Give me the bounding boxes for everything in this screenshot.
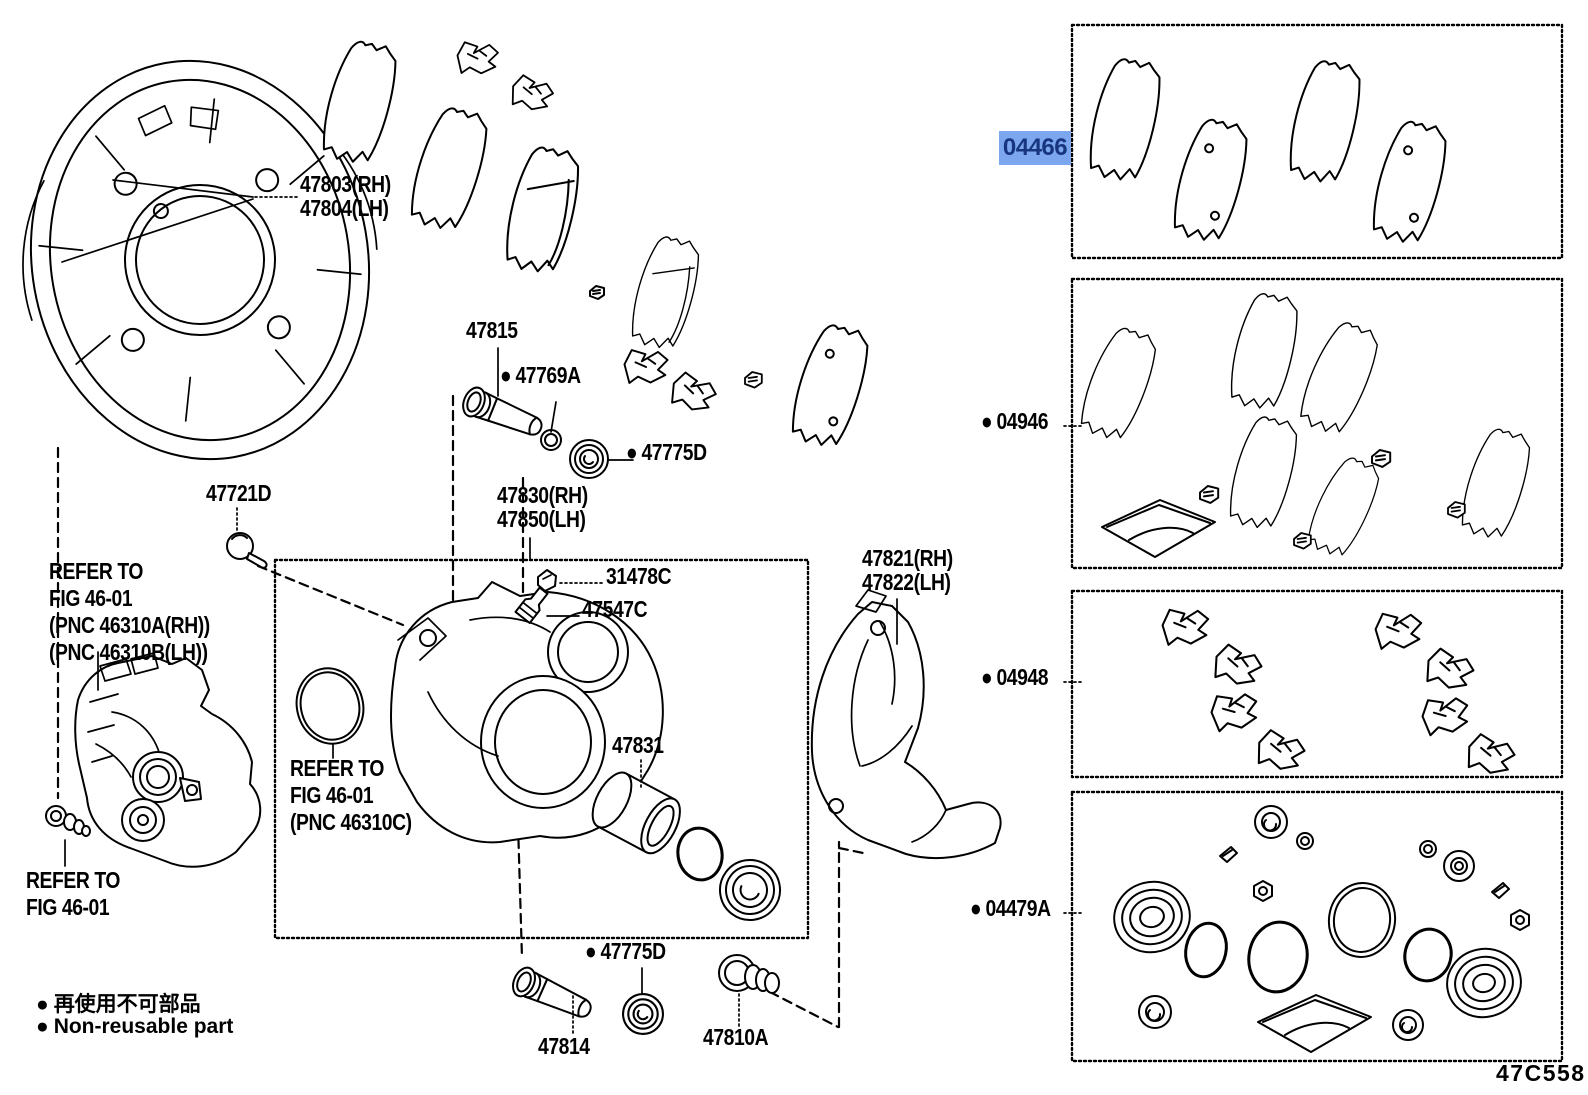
actuator-bolt (45, 805, 91, 837)
label-dust-shield[interactable]: 47803(RH) 47804(LH) (300, 172, 391, 220)
pin-boot-47775D-upper (569, 439, 609, 479)
fitting-kit-box (1070, 589, 1564, 779)
note-refer-actuator: REFER TO FIG 46-01 (PNC 46310A(RH)) (PNC… (49, 558, 210, 666)
bleeder-plug-47547C (514, 586, 549, 624)
cylinder-kit-box (1070, 790, 1564, 1063)
non-reusable-bullet: ● (36, 1015, 49, 1038)
piston-seal-oring (295, 667, 365, 745)
part-number[interactable]: 47769A (515, 362, 581, 388)
legend-non-reusable-jp: ●再使用不可部品 (36, 988, 201, 1018)
pad-kit-parts (1082, 53, 1453, 248)
label-piston[interactable]: 47831 (612, 733, 664, 757)
leader-lines (61, 179, 898, 995)
part-number[interactable]: 47821(RH) (862, 545, 953, 571)
part-number[interactable]: 04948 (996, 664, 1049, 690)
part-number[interactable]: 47775D (600, 938, 666, 964)
cylinder-kit-parts (1113, 805, 1530, 1053)
note-line: REFER TO (290, 755, 384, 781)
part-number[interactable]: 47775D (641, 439, 707, 465)
part-number[interactable]: 47815 (466, 317, 518, 343)
non-reusable-bullet: ● (36, 993, 49, 1016)
part-number[interactable]: 04946 (996, 408, 1049, 434)
slide-pin-47814 (507, 963, 597, 1026)
non-reusable-bullet: ● (585, 938, 597, 964)
part-number[interactable]: 31478C (606, 563, 672, 589)
slide-pin-47815 (458, 383, 548, 444)
label-bleeder-plug[interactable]: 47547C (582, 596, 648, 622)
cylinder-assembly-box (273, 558, 810, 940)
note-refer-actuator-bolt: REFER TO FIG 46-01 (26, 867, 120, 921)
part-number[interactable]: 47822(LH) (862, 569, 951, 595)
label-mount-bolt[interactable]: 47721D (206, 480, 272, 506)
note-line: FIG 46-01 (49, 585, 133, 611)
label-caliper-bracket[interactable]: 47821(RH) 47822(LH) (862, 546, 953, 594)
fitting-kit-parts (1158, 600, 1519, 777)
part-number[interactable]: 04466 (1002, 134, 1068, 161)
dust-shield-47803 (22, 59, 378, 461)
part-number[interactable]: 04479A (985, 895, 1051, 921)
label-slide-pin-lower[interactable]: 47814 (538, 1034, 590, 1058)
brake-pads-loose (315, 35, 875, 452)
kit-label-fitting-kit[interactable]: ●04948 (981, 664, 1049, 690)
bracket-bolt-47810A (718, 954, 780, 994)
cylinder-boot (719, 859, 781, 921)
caliper-bracket-47821 (810, 589, 1002, 859)
note-line: FIG 46-01 (290, 782, 374, 808)
legend-non-reusable-en: ●Non-reusable part (36, 1015, 233, 1039)
part-number[interactable]: 47810A (703, 1024, 769, 1050)
diagram-code: 47C558 (1496, 1060, 1586, 1086)
kit-label-shim-kit[interactable]: ●04946 (981, 408, 1049, 434)
part-number[interactable]: 47547C (582, 596, 648, 622)
label-cylinder-assembly[interactable]: 47830(RH) 47850(LH) (497, 483, 588, 531)
label-bracket-bolt[interactable]: 47810A (703, 1024, 769, 1050)
non-reusable-bullet: ● (626, 439, 638, 465)
part-number[interactable]: 47803(RH) (300, 171, 391, 197)
non-reusable-bullet: ● (981, 408, 993, 434)
part-number[interactable]: 47804(LH) (300, 195, 389, 221)
note-line: (PNC 46310C) (290, 809, 412, 835)
shim-kit-parts (1073, 288, 1538, 563)
pad-kit-box (1070, 23, 1564, 260)
bolt-47721D (226, 532, 268, 569)
kit-label-pad-kit-highlighted[interactable]: 04466 (999, 131, 1071, 165)
note-line: FIG 46-01 (26, 894, 110, 920)
non-reusable-bullet: ● (981, 664, 993, 690)
pin-boot-47775D-lower (621, 992, 665, 1035)
assembly-dashed-lines (56, 394, 870, 1029)
note-refer-piston-seal: REFER TO FIG 46-01 (PNC 46310C) (290, 755, 412, 836)
cylinder-oring (676, 826, 724, 882)
shim-kit-box (1070, 277, 1564, 570)
non-reusable-bullet: ● (500, 362, 512, 388)
bleeder-cap-31478C (537, 569, 557, 592)
label-slide-pin-upper[interactable]: 47815 (466, 318, 518, 342)
legend-text: Non-reusable part (53, 1015, 234, 1038)
parking-brake-actuator (74, 652, 262, 868)
kit-label-cylinder-kit[interactable]: ●04479A (970, 896, 1051, 920)
label-pin-boot-lower[interactable]: ●47775D (585, 939, 666, 963)
piston-47831 (591, 771, 681, 855)
part-number[interactable]: 47850(LH) (497, 506, 586, 532)
label-pin-boot-upper[interactable]: ●47775D (626, 440, 707, 464)
note-line: REFER TO (49, 558, 143, 584)
pad-support-clips-loose (454, 36, 763, 415)
legend-text: 再使用不可部品 (53, 993, 201, 1016)
part-number[interactable]: 47831 (612, 732, 664, 758)
label-bleeder-cap[interactable]: 31478C (606, 563, 672, 589)
part-number[interactable]: 47830(RH) (497, 482, 588, 508)
caliper-housing-47830 (390, 581, 664, 844)
note-line: REFER TO (26, 867, 120, 893)
note-line: (PNC 46310A(RH)) (49, 612, 210, 638)
note-line: (PNC 46310B(LH)) (49, 639, 208, 665)
pin-bushing-47769A (540, 429, 562, 451)
label-pin-bushing[interactable]: ●47769A (500, 363, 581, 387)
part-number[interactable]: 47814 (538, 1033, 590, 1059)
part-number[interactable]: 47721D (206, 480, 272, 506)
non-reusable-bullet: ● (970, 895, 982, 921)
